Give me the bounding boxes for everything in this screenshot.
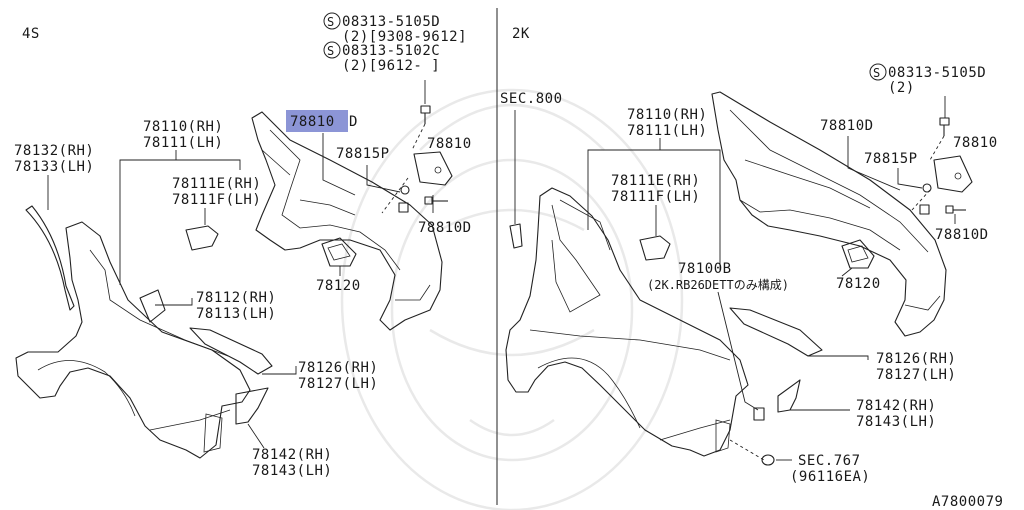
svg-text:S: S	[327, 15, 334, 29]
bracket-78142-right	[777, 379, 801, 413]
leader-78112	[155, 298, 193, 306]
part-78126-left[interactable]: 78126(RH)	[298, 360, 378, 376]
assembly-dash-sec-767	[729, 439, 765, 461]
clip-78815p	[398, 185, 410, 213]
part-78132[interactable]: 78132(RH)	[14, 143, 94, 159]
sec-767-code: (96116EA)	[790, 469, 870, 485]
bracket-78112	[139, 289, 166, 323]
part-78112[interactable]: 78112(RH)	[196, 290, 276, 306]
part-78110-left[interactable]: 78110(RH)	[143, 119, 223, 135]
part-78113[interactable]: 78113(LH)	[196, 306, 276, 322]
leader-78815p	[366, 165, 401, 193]
part-78810d-suffix: D	[349, 114, 358, 130]
screw-qty-right: (2)	[888, 80, 915, 96]
part-78142-left[interactable]: 78142(RH)	[252, 447, 332, 463]
part-78111e-left[interactable]: 78111E(RH)	[172, 176, 261, 192]
clip-78815p-right	[919, 183, 932, 215]
part-78133[interactable]: 78133(LH)	[14, 159, 94, 175]
fuel-lid-78120-right	[841, 239, 875, 269]
clip-78100b	[753, 407, 765, 421]
leader-78126-right	[808, 355, 869, 360]
part-78142-right[interactable]: 78142(RH)	[856, 398, 936, 414]
screw-qty-2: (2)[9612- ]	[342, 58, 440, 74]
weatherstrip-78132	[25, 205, 75, 311]
screw-symbol-icon: S	[869, 63, 887, 81]
seal-sec-800	[509, 223, 523, 249]
part-78810-right[interactable]: 78810	[953, 135, 998, 151]
bracket-78142-left	[235, 387, 269, 425]
grommet-sec-767	[761, 454, 775, 466]
screw-graphic-right	[939, 96, 950, 136]
leader-78110-right	[587, 138, 721, 270]
leader-78815p-right	[897, 168, 923, 189]
part-78815p-right[interactable]: 78815P	[864, 151, 918, 167]
part-78810d-right[interactable]: 78810D	[820, 118, 874, 134]
screw-graphic	[420, 80, 431, 124]
svg-text:S: S	[327, 44, 334, 58]
bolt-78810d-right	[945, 205, 966, 214]
leader-78120-right	[841, 267, 853, 277]
part-78100b[interactable]: 78100B	[678, 261, 732, 277]
leader-78142-left	[247, 423, 265, 449]
section-title-4s: 4S	[22, 26, 40, 42]
screw-symbol-icon: S	[323, 41, 341, 59]
sec-767[interactable]: SEC.767	[798, 453, 861, 469]
part-78111e-right[interactable]: 78111E(RH)	[611, 173, 700, 189]
part-78111-right[interactable]: 78111(LH)	[627, 123, 707, 139]
bracket-78810-left	[413, 151, 453, 186]
screw-code-right[interactable]: 08313-5105D	[888, 65, 986, 81]
section-title-2k: 2K	[512, 26, 530, 42]
part-78810d-number[interactable]: 78810	[290, 114, 335, 130]
leader-78110-left	[119, 150, 241, 285]
fuel-lid-78120-left	[321, 237, 357, 267]
screw-code-1[interactable]: 08313-5105D	[342, 14, 440, 30]
part-78143-left[interactable]: 78143(LH)	[252, 463, 332, 479]
rear-fender-outer-4s	[15, 221, 251, 459]
part-78810d-right-b[interactable]: 78810D	[935, 227, 989, 243]
inner-wheelhouse-panel-right	[711, 91, 947, 337]
part-78127-left[interactable]: 78127(LH)	[298, 376, 378, 392]
sec-800[interactable]: SEC.800	[500, 91, 563, 107]
part-78110-right[interactable]: 78110(RH)	[627, 107, 707, 123]
bracket-78111e-right	[639, 235, 671, 261]
part-78126-right[interactable]: 78126(RH)	[876, 351, 956, 367]
leader-78810d-right	[847, 136, 901, 191]
part-78143-right[interactable]: 78143(LH)	[856, 414, 936, 430]
part-78810d-left-b[interactable]: 78810D	[418, 220, 472, 236]
leader-78810d	[322, 133, 356, 196]
svg-text:S: S	[873, 66, 880, 80]
diagram-code: A7800079	[932, 494, 1003, 510]
part-78120-left[interactable]: 78120	[316, 278, 361, 294]
bracket-78111e-left	[185, 225, 219, 251]
part-78120-right[interactable]: 78120	[836, 276, 881, 292]
watermark-emblem	[340, 88, 684, 510]
bolt-78810d-left	[424, 196, 448, 205]
screw-code-2[interactable]: 08313-5102C	[342, 43, 440, 59]
part-78815p[interactable]: 78815P	[336, 146, 390, 162]
extension-78126-right	[729, 307, 823, 357]
part-78111f-right[interactable]: 78111F(LH)	[611, 189, 700, 205]
bracket-78810-right	[933, 155, 973, 193]
part-78111f-left[interactable]: 78111F(LH)	[172, 192, 261, 208]
part-78127-right[interactable]: 78127(LH)	[876, 367, 956, 383]
inner-wheelhouse-panel-left	[251, 111, 443, 331]
part-78810-left[interactable]: 78810	[427, 136, 472, 152]
assembly-dash-left	[381, 123, 426, 214]
screw-symbol-icon: S	[323, 12, 341, 30]
extension-78126-left	[189, 327, 273, 375]
leader-78126-left	[262, 366, 297, 375]
rear-fender-outer-2k	[505, 187, 749, 457]
screw-qty-1: (2)[9308-9612]	[342, 29, 467, 45]
highlighted-part-78810d[interactable]	[286, 110, 348, 132]
part-78111-left[interactable]: 78111(LH)	[143, 135, 223, 151]
note-78100b: (2K.RB26DETTのみ構成)	[647, 278, 789, 292]
assembly-dash-right	[911, 135, 945, 211]
leader-78100b	[717, 291, 759, 411]
